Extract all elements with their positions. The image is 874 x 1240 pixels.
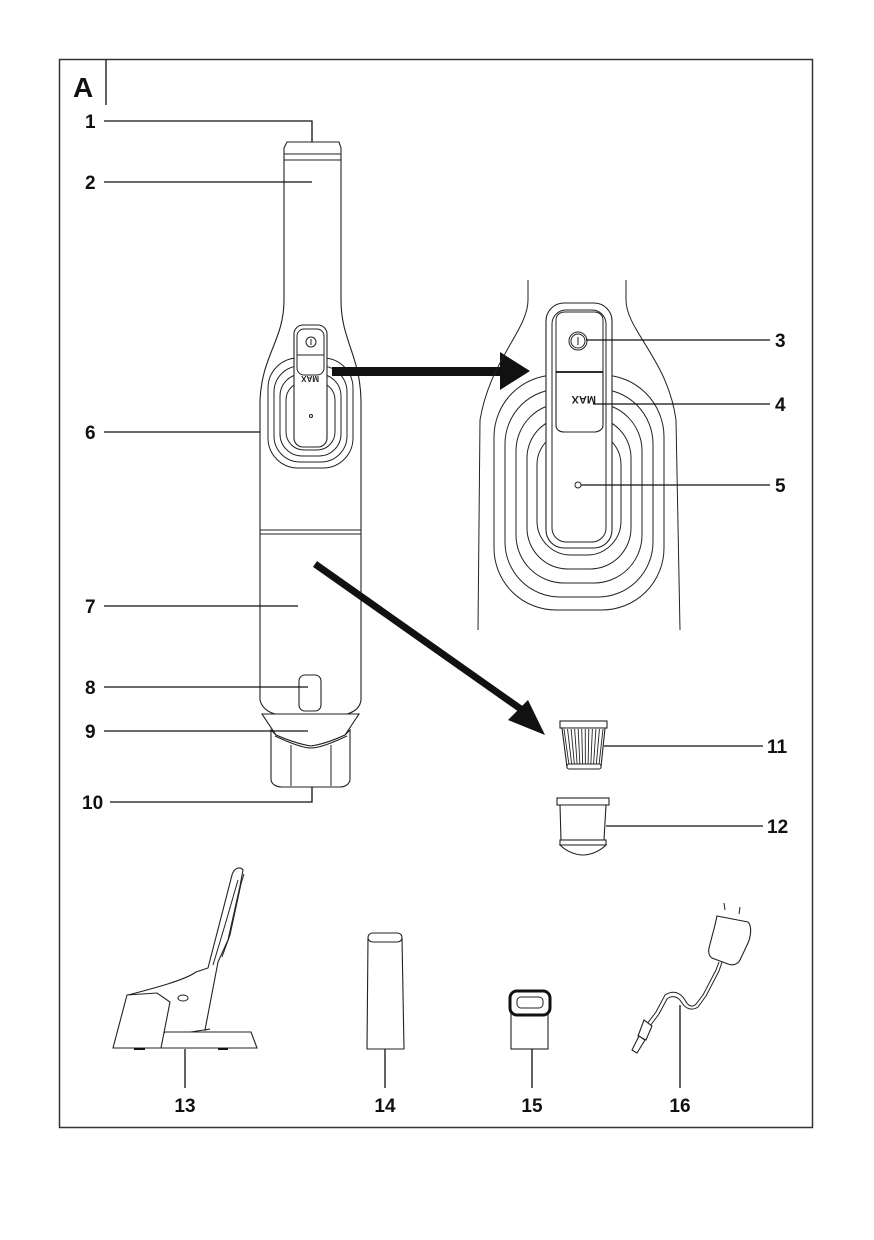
release-button bbox=[298, 674, 322, 712]
filter-pleat bbox=[593, 728, 597, 766]
filter-pleat bbox=[563, 728, 570, 766]
filter-housing bbox=[556, 797, 610, 856]
figure-title: A bbox=[73, 72, 93, 103]
callout-13: 13 bbox=[174, 1096, 195, 1117]
switch-detail-view: MAX bbox=[477, 280, 681, 631]
filter-pleat bbox=[598, 728, 604, 766]
callout-15: 15 bbox=[521, 1096, 543, 1117]
callout-12: 12 bbox=[767, 817, 788, 838]
callout-7: 7 bbox=[85, 597, 96, 618]
fine-filter bbox=[559, 720, 608, 770]
vacuum-main-body: MAX bbox=[259, 141, 362, 788]
figure-frame bbox=[58, 58, 814, 1129]
callout-3: 3 bbox=[775, 331, 786, 352]
filter-pleat bbox=[567, 728, 573, 766]
callout-1: 1 bbox=[85, 112, 96, 133]
callout-10: 10 bbox=[82, 793, 103, 814]
brush-nozzle bbox=[508, 989, 552, 1050]
filter-arrow bbox=[312, 561, 545, 735]
callout-9: 9 bbox=[85, 722, 96, 743]
detail-body-right bbox=[625, 280, 681, 631]
callout-8: 8 bbox=[85, 678, 96, 699]
filter-pleat bbox=[577, 728, 581, 766]
max-button bbox=[555, 371, 604, 433]
filter-pleat bbox=[590, 728, 593, 766]
filter-pleat bbox=[574, 728, 578, 766]
callout-2: 2 bbox=[85, 173, 96, 194]
filter-pleat bbox=[581, 728, 584, 766]
callout-11: 11 bbox=[767, 737, 788, 758]
leader-lines bbox=[104, 120, 770, 1088]
power-icon bbox=[305, 336, 317, 348]
callout-6: 6 bbox=[85, 423, 96, 444]
indicator-light bbox=[309, 414, 313, 418]
charger-adapter bbox=[631, 902, 752, 1054]
filter-pleat bbox=[595, 728, 600, 766]
crevice-nozzle bbox=[366, 932, 405, 1050]
charging-station bbox=[112, 867, 258, 1050]
callout-5: 5 bbox=[775, 476, 786, 497]
detail-arrow bbox=[332, 352, 530, 390]
filter-pleat bbox=[570, 728, 575, 766]
detail-max-marking: MAX bbox=[571, 393, 596, 405]
callout-14: 14 bbox=[374, 1096, 396, 1117]
max-marking: MAX bbox=[301, 374, 319, 383]
power-button-icon bbox=[568, 331, 588, 351]
filter-pleat bbox=[587, 728, 590, 766]
callout-4: 4 bbox=[775, 395, 786, 416]
detail-body-left bbox=[477, 280, 529, 631]
callout-16: 16 bbox=[669, 1096, 690, 1117]
nozzle-tip bbox=[283, 141, 342, 161]
callout-labels: 1 2 3 4 5 6 7 8 9 10 11 12 13 14 15 16 bbox=[82, 112, 788, 1117]
